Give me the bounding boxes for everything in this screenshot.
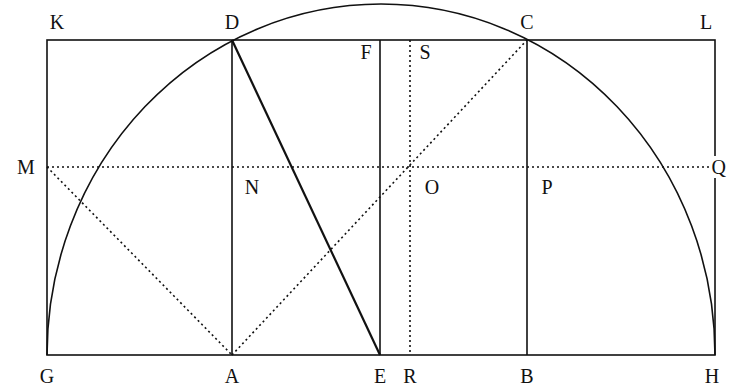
point-label: M xyxy=(15,156,37,178)
dotted-line-ac xyxy=(232,40,527,355)
point-label: L xyxy=(698,11,714,33)
point-label: E xyxy=(372,365,388,387)
point-label: A xyxy=(223,365,241,387)
dotted-line-ma xyxy=(47,167,232,355)
point-label: Q xyxy=(710,156,728,178)
point-label: O xyxy=(423,176,441,198)
point-label: C xyxy=(518,11,535,33)
point-label: D xyxy=(223,11,241,33)
point-label: B xyxy=(518,365,535,387)
point-label: F xyxy=(358,41,373,63)
semicircle-arc xyxy=(47,4,715,355)
dotted-line-mq xyxy=(47,166,715,168)
point-label: P xyxy=(539,176,554,198)
line-de xyxy=(232,40,380,355)
point-label: G xyxy=(38,365,56,387)
point-label: H xyxy=(703,365,721,387)
point-label: S xyxy=(417,41,432,63)
outer-rectangle xyxy=(47,40,715,355)
point-label: R xyxy=(401,365,418,387)
point-label: N xyxy=(243,176,261,198)
dotted-line-sr xyxy=(409,40,411,355)
point-label: K xyxy=(48,11,66,33)
line-da xyxy=(231,40,233,355)
line-cb xyxy=(526,40,528,355)
